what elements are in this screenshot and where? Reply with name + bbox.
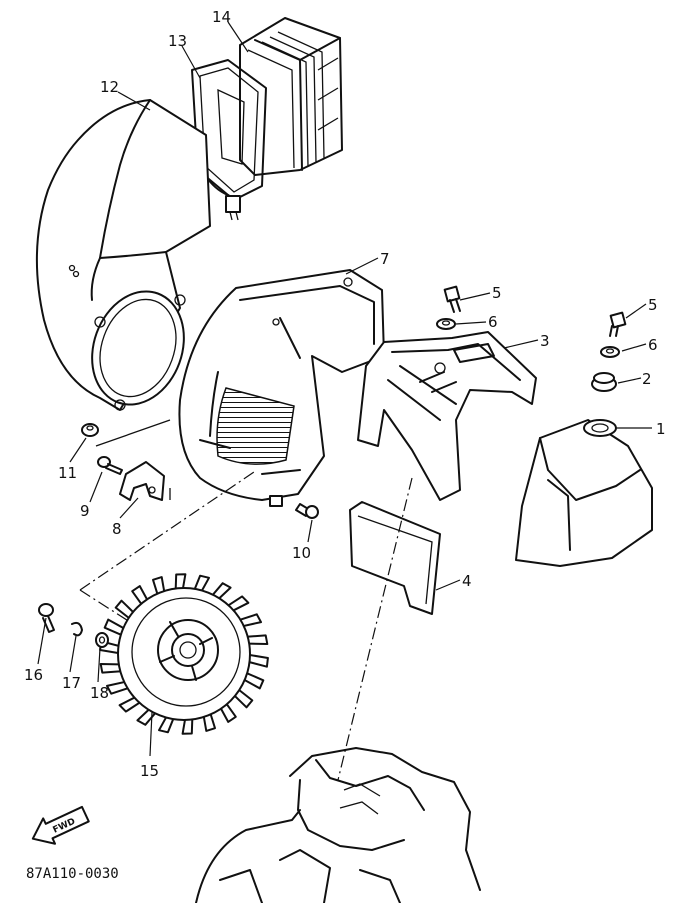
callout-12: 12 [100, 78, 119, 96]
part-2-cap [591, 372, 617, 392]
part-8-clamp [119, 461, 165, 501]
part-6-washer-right [600, 346, 620, 358]
callout-10: 10 [292, 544, 311, 562]
callout-6b: 6 [648, 336, 658, 354]
part-3-bracket [357, 331, 537, 501]
part-10-screw [295, 503, 319, 519]
callout-18: 18 [90, 684, 109, 702]
forward-direction-arrow: FWD [31, 805, 90, 845]
part-18-washer [95, 632, 109, 648]
part-12-fan-shroud [35, 99, 211, 411]
callout-15: 15 [140, 762, 159, 780]
part-14-filter-box [239, 17, 343, 176]
part-16-bolt [38, 603, 55, 633]
callout-1: 1 [656, 420, 666, 438]
callout-7: 7 [380, 250, 390, 268]
callout-5a: 5 [492, 284, 502, 302]
part-17-lock-washer [71, 621, 83, 637]
diagram-reference-code: 87A110-0030 [26, 866, 119, 882]
callout-16: 16 [24, 666, 43, 684]
callouts: 1 2 3 4 5 5 6 6 7 8 9 10 11 12 13 14 15 … [24, 8, 666, 780]
part-15-fan [99, 573, 269, 735]
callout-8: 8 [112, 520, 122, 538]
callout-13: 13 [168, 32, 187, 50]
leader-lines [37, 21, 652, 781]
part-9-screw [97, 456, 123, 475]
callout-6a: 6 [488, 313, 498, 331]
part-5-bolt-right [609, 311, 627, 337]
callout-14: 14 [212, 8, 231, 26]
part-11-nut [81, 423, 99, 437]
part-1-tank [515, 419, 653, 567]
callout-17: 17 [62, 674, 81, 692]
callout-2: 2 [642, 370, 652, 388]
callout-4: 4 [462, 572, 472, 590]
part-5-bolt-center [443, 285, 461, 313]
callout-3: 3 [540, 332, 550, 350]
callout-5b: 5 [648, 296, 658, 314]
callout-11: 11 [58, 464, 77, 482]
callout-9: 9 [80, 502, 90, 520]
part-7-blower-housing [178, 269, 385, 507]
part-6-washer-center [436, 318, 456, 330]
part-4-plate [349, 501, 441, 615]
engine-partial [195, 747, 481, 903]
